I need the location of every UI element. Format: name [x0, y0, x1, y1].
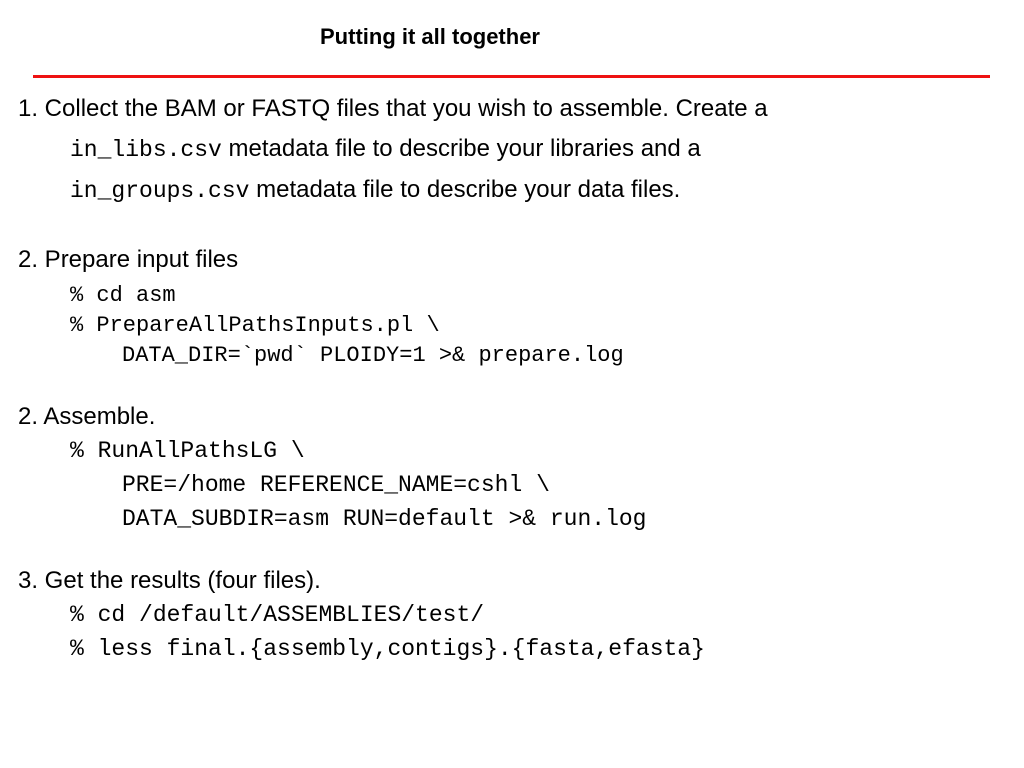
step-3-heading: 2. Assemble. [18, 403, 156, 430]
step-1-libs-line: in_libs.csv metadata file to describe yo… [70, 135, 701, 164]
command-line: % cd /default/ASSEMBLIES/test/ [70, 602, 485, 628]
command-line: % PrepareAllPathsInputs.pl \ [70, 313, 440, 338]
libs-filename: in_libs.csv [70, 137, 222, 163]
command-continuation: DATA_DIR=`pwd` PLOIDY=1 >& prepare.log [122, 343, 624, 368]
libs-description: metadata file to describe your libraries… [221, 135, 701, 162]
command-line: % cd asm [70, 283, 176, 308]
slide-title: Putting it all together [320, 24, 540, 49]
title-divider [33, 75, 990, 78]
step-2-heading: 2. Prepare input files [18, 246, 239, 273]
command-continuation: DATA_SUBDIR=asm RUN=default >& run.log [122, 506, 647, 532]
step-1-groups-line: in_groups.csv metadata file to describe … [70, 176, 680, 205]
groups-filename: in_groups.csv [70, 178, 250, 204]
command-line: % RunAllPathsLG \ [70, 438, 305, 464]
step-1-heading: 1. Collect the BAM or FASTQ files that y… [18, 95, 768, 122]
groups-description: metadata file to describe your data file… [249, 176, 681, 203]
command-line: % less final.{assembly,contigs}.{fasta,e… [70, 636, 705, 662]
command-continuation: PRE=/home REFERENCE_NAME=cshl \ [122, 472, 550, 498]
step-4-heading: 3. Get the results (four files). [18, 567, 321, 594]
